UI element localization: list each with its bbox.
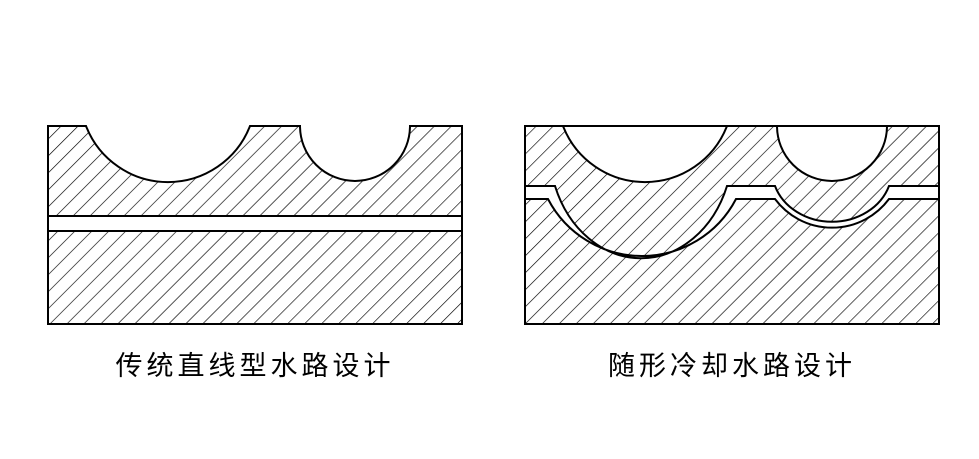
traditional-caption: 传统直线型水路设计 — [115, 351, 395, 382]
conformal-cavity-large — [561, 125, 729, 184]
traditional-cooling-channel — [47, 215, 463, 232]
conformal-cavity-small — [775, 125, 889, 182]
conformal-mold-section — [524, 125, 940, 325]
traditional-lower-block — [47, 230, 463, 325]
conformal-caption: 随形冷却水路设计 — [608, 351, 856, 382]
conformal-cooling-channel — [524, 185, 940, 260]
traditional-mold-section — [47, 125, 463, 325]
traditional-upper-block — [47, 125, 463, 217]
